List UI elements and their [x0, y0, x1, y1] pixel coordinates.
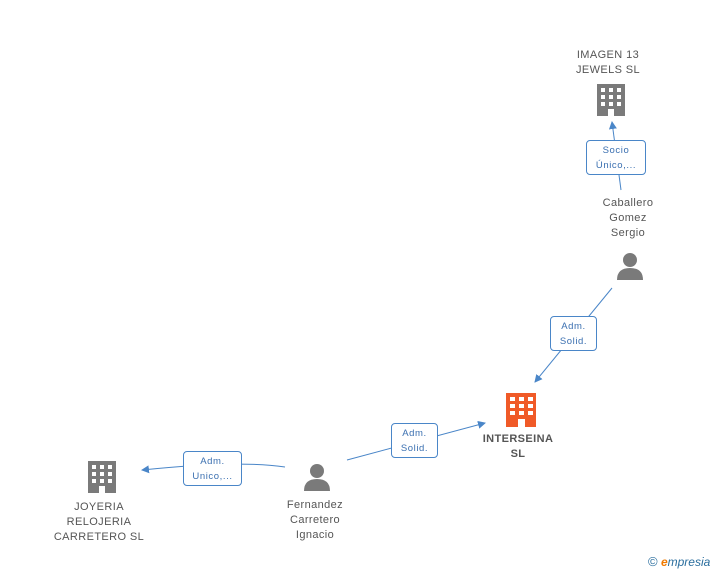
node-label-line: INTERSEINA: [482, 433, 554, 445]
edge-label-line: Único,...: [595, 160, 637, 171]
brand-e: e: [660, 555, 668, 569]
edge-label-line: Adm.: [561, 321, 586, 332]
person-icon[interactable]: [617, 253, 643, 280]
edge-label-line: Unico,...: [192, 471, 233, 482]
person-icon[interactable]: [304, 464, 330, 491]
node-label-imagen[interactable]: IMAGEN 13 JEWELS SL: [558, 48, 658, 78]
building-icon[interactable]: [88, 461, 116, 493]
edge-label-line: Adm.: [200, 456, 225, 467]
node-label-caballero[interactable]: Caballero Gomez Sergio: [578, 196, 678, 241]
node-label-line: IMAGEN 13: [576, 49, 640, 61]
main-building-icon[interactable]: [506, 393, 536, 427]
node-label-line: Fernandez: [286, 499, 344, 511]
edge-label-socio[interactable]: Socio Único,...: [586, 140, 646, 175]
node-label-line: RELOJERIA: [66, 516, 132, 528]
edge-label-line: Solid.: [559, 336, 588, 347]
node-label-joyeria[interactable]: JOYERIA RELOJERIA CARRETERO SL: [44, 500, 154, 545]
copyright-icon: ©: [648, 554, 658, 569]
edge-label-adm-joyeria[interactable]: Adm. Unico,...: [183, 451, 242, 486]
edge-label-line: Adm.: [402, 428, 427, 439]
edge-label-adm-fernandez[interactable]: Adm. Solid.: [391, 423, 438, 458]
node-label-line: Caballero: [602, 197, 654, 209]
brand-logo: © empresia: [648, 554, 710, 569]
node-label-interseina[interactable]: INTERSEINA SL: [468, 432, 568, 462]
node-label-line: JEWELS SL: [575, 64, 641, 76]
node-label-line: Gomez: [609, 212, 647, 224]
edge-label-adm-caballero[interactable]: Adm. Solid.: [550, 316, 597, 351]
building-icon[interactable]: [597, 84, 625, 116]
edge-label-line: Solid.: [400, 443, 429, 454]
node-label-line: Carretero: [289, 514, 341, 526]
edge-label-line: Socio: [602, 145, 630, 156]
node-label-line: CARRETERO SL: [53, 531, 145, 543]
node-label-line: SL: [510, 448, 526, 460]
node-label-fernandez[interactable]: Fernandez Carretero Ignacio: [265, 498, 365, 543]
node-label-line: JOYERIA: [74, 501, 124, 513]
node-label-line: Sergio: [610, 227, 646, 239]
node-label-line: Ignacio: [295, 529, 335, 541]
brand-name: mpresia: [667, 555, 711, 569]
